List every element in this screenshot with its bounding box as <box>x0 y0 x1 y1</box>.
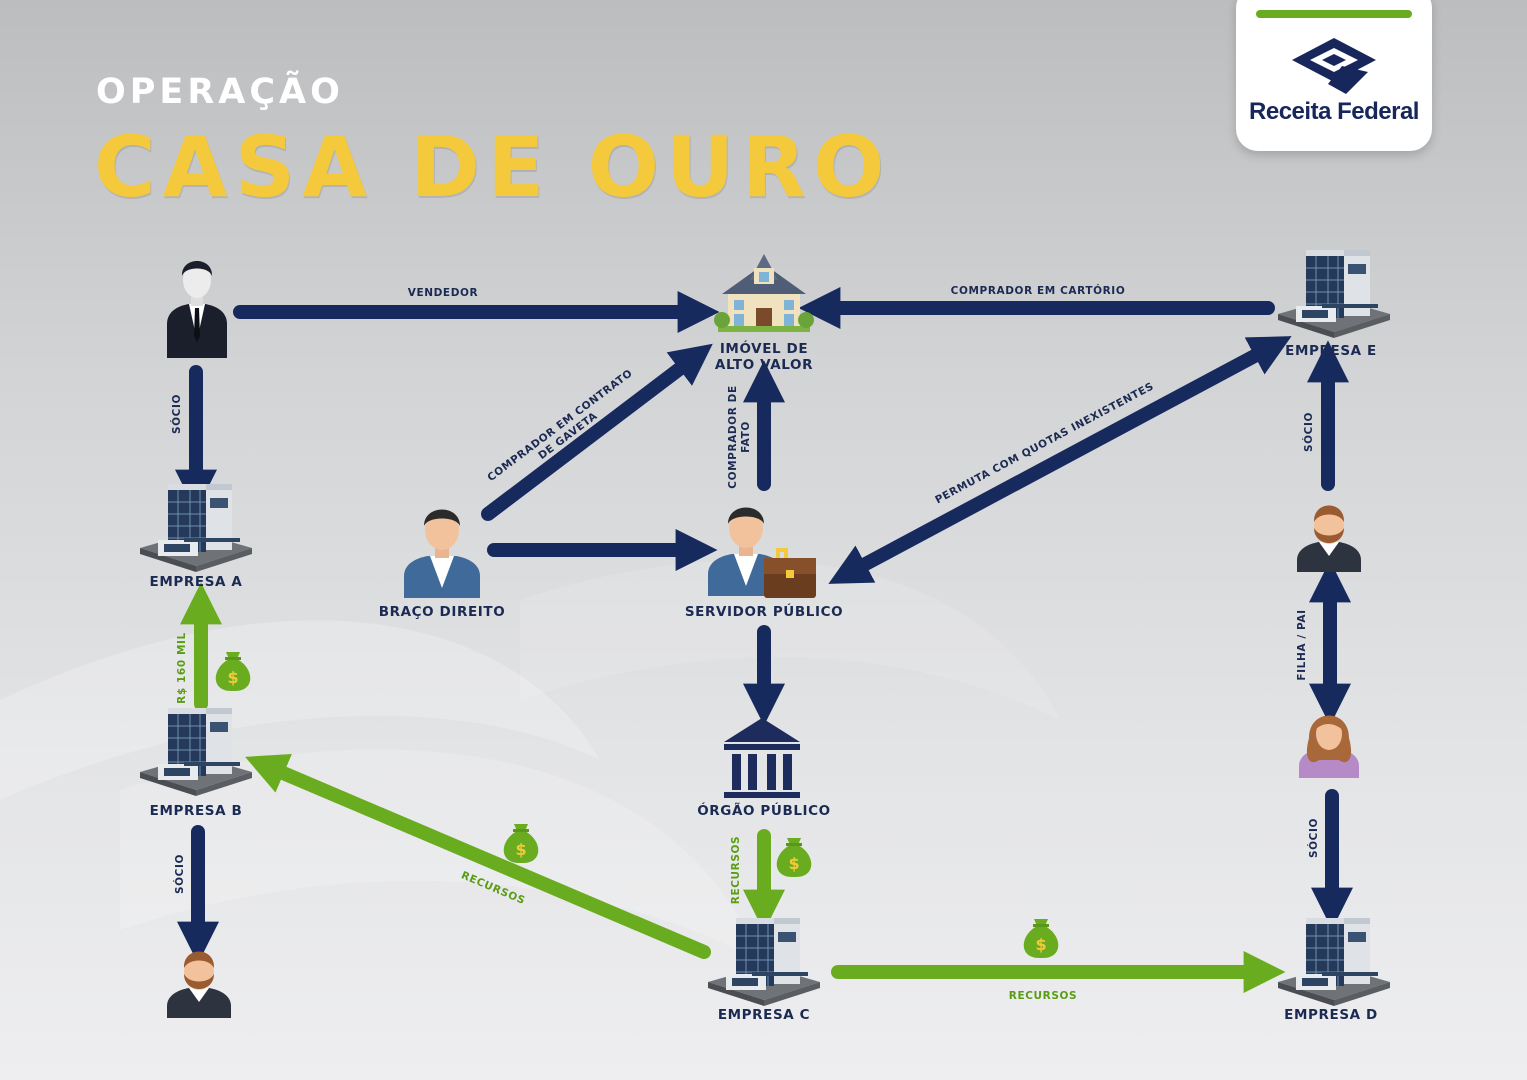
node-empresa-c: EMPRESA C <box>707 917 821 1023</box>
node-empresa-e: EMPRESA E <box>1277 249 1391 359</box>
father-bearded-man-icon <box>1297 505 1361 572</box>
building-icon <box>1277 249 1391 339</box>
label-socio-d: SÓCIO <box>1307 818 1320 858</box>
arrow-contrato-gaveta <box>481 343 713 521</box>
label-filha-pai: FILHA / PAI <box>1296 609 1308 680</box>
building-icon <box>1277 917 1391 1007</box>
svg-text:EMPRESA A: EMPRESA A <box>150 574 243 590</box>
money-bag-icon <box>776 838 812 877</box>
svg-text:ÓRGÃO PÚBLICO: ÓRGÃO PÚBLICO <box>697 801 831 819</box>
svg-text:BRAÇO DIREITO: BRAÇO DIREITO <box>379 604 506 620</box>
label-socio-b: SÓCIO <box>173 854 186 894</box>
svg-text:FATO: FATO <box>740 421 752 453</box>
receita-federal-logo-card: Receita Federal <box>1236 0 1432 151</box>
node-orgao-publico: ÓRGÃO PÚBLICO <box>697 718 831 819</box>
node-empresa-d: EMPRESA D <box>1277 917 1391 1023</box>
government-building-icon <box>724 718 800 798</box>
svg-text:EMPRESA B: EMPRESA B <box>150 803 243 819</box>
label-vendedor: VENDEDOR <box>408 287 479 299</box>
money-bag-icon <box>215 652 251 691</box>
node-servidor-publico: SERVIDOR PÚBLICO <box>685 507 843 620</box>
label-socio-seller: SÓCIO <box>170 394 183 434</box>
svg-text:EMPRESA C: EMPRESA C <box>718 1007 810 1023</box>
title-operacao: OPERAÇÃO <box>96 72 344 112</box>
label-contrato-gaveta: COMPRADOR EM CONTRATO DE GAVETA <box>485 367 635 484</box>
svg-text:ALTO VALOR: ALTO VALOR <box>715 357 813 373</box>
node-empresa-a: EMPRESA A <box>139 483 253 590</box>
label-socio-e: SÓCIO <box>1302 412 1315 452</box>
logo-green-bar <box>1256 10 1412 18</box>
briefcase-icon <box>764 548 816 598</box>
logo-text: Receita Federal <box>1249 98 1419 125</box>
label-recursos-c-d: RECURSOS <box>1009 990 1077 1002</box>
bearded-socio-icon <box>167 951 231 1018</box>
node-property: IMÓVEL DE ALTO VALOR <box>714 254 814 373</box>
label-permuta: PERMUTA COM QUOTAS INEXISTENTES <box>933 380 1156 506</box>
svg-text:IMÓVEL DE: IMÓVEL DE <box>720 339 808 357</box>
label-rs160: R$ 160 MIL <box>176 632 188 704</box>
daughter-woman-icon <box>1299 715 1359 778</box>
house-icon <box>714 254 814 332</box>
money-bag-icon <box>1023 919 1059 958</box>
svg-text:EMPRESA E: EMPRESA E <box>1285 343 1377 359</box>
label-comprador-cartorio: COMPRADOR EM CARTÓRIO <box>951 284 1126 297</box>
title-casa-de-ouro: CASA DE OURO <box>94 118 892 216</box>
label-recursos-orgao-c: RECURSOS <box>730 836 742 904</box>
seller-businessman-icon <box>167 261 227 358</box>
node-braco-direito: BRAÇO DIREITO <box>379 509 506 620</box>
money-bag-icon <box>503 824 539 863</box>
person-icon <box>404 509 480 598</box>
label-comprador-fato: COMPRADOR DE FATO <box>727 385 752 488</box>
node-empresa-b: EMPRESA B <box>139 707 253 819</box>
arrow-recursos-c-b <box>245 753 711 959</box>
building-icon <box>139 483 253 573</box>
building-icon <box>707 917 821 1007</box>
receita-federal-logo-icon <box>1292 38 1376 94</box>
arrow-permuta <box>828 336 1292 584</box>
svg-text:COMPRADOR DE: COMPRADOR DE <box>727 385 739 488</box>
svg-text:SERVIDOR PÚBLICO: SERVIDOR PÚBLICO <box>685 602 843 620</box>
building-icon <box>139 707 253 797</box>
svg-text:EMPRESA D: EMPRESA D <box>1284 1007 1378 1023</box>
